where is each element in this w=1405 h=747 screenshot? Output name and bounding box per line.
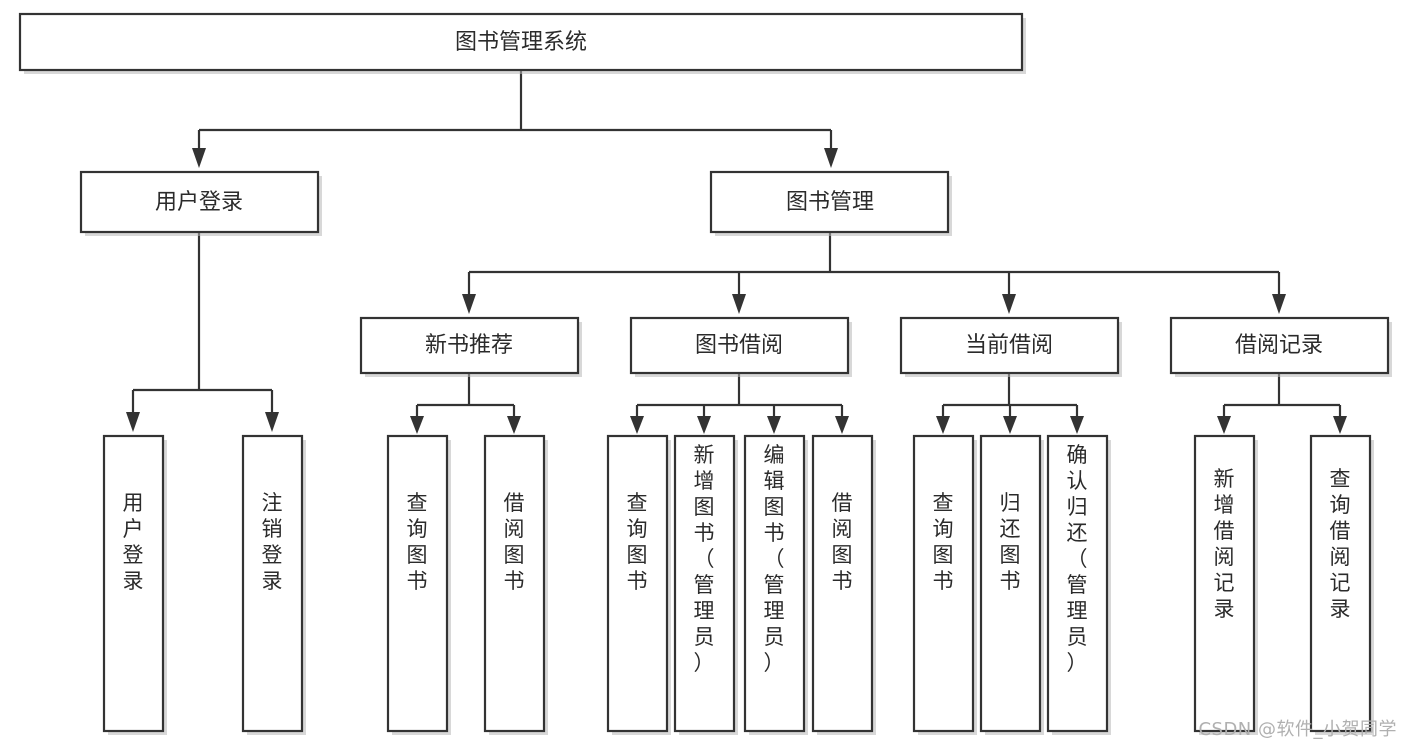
leaf-new-book-0-label: 查询图书: [407, 491, 428, 593]
leaf-book-borrow-1[interactable]: 新增图书（管理员）: [673, 434, 738, 735]
leaf-current-borrow-2-label: 确认归还（管理员）: [1067, 443, 1088, 675]
node-user-login-label: 用户登录: [155, 190, 243, 215]
leaf-book-borrow-2[interactable]: 编辑图书（管理员）: [743, 434, 808, 735]
connector-currentborrow-to-leaves: [936, 373, 1084, 434]
connector-bookborrow-to-leaves: [630, 373, 849, 434]
leaf-borrow-record-0[interactable]: 新增借阅记录: [1193, 434, 1258, 735]
node-book-borrow-label: 图书借阅: [695, 333, 783, 358]
leaf-current-borrow-2[interactable]: 确认归还（管理员）: [1046, 434, 1111, 735]
node-root-label: 图书管理系统: [455, 30, 587, 55]
connector-userlogin-to-leaves: [126, 232, 279, 432]
node-current-borrow[interactable]: 当前借阅: [899, 316, 1122, 377]
leaf-user-login-0[interactable]: 用户登录: [102, 434, 167, 735]
node-book-management[interactable]: 图书管理: [709, 170, 952, 236]
node-borrow-record-label: 借阅记录: [1235, 333, 1323, 358]
leaf-current-borrow-0-label: 查询图书: [933, 491, 954, 593]
node-new-book-recommend[interactable]: 新书推荐: [359, 316, 582, 377]
node-user-login[interactable]: 用户登录: [79, 170, 322, 236]
leaf-current-borrow-1[interactable]: 归还图书: [979, 434, 1044, 735]
leaf-user-login-0-label: 用户登录: [123, 491, 144, 593]
leaf-book-borrow-3[interactable]: 借阅图书: [811, 434, 876, 735]
leaf-book-borrow-1-label: 新增图书（管理员）: [694, 443, 715, 675]
leaf-user-login-1-label: 注销登录: [262, 491, 283, 593]
leaf-current-borrow-0[interactable]: 查询图书: [912, 434, 977, 735]
leaf-new-book-0[interactable]: 查询图书: [386, 434, 451, 735]
leaf-book-borrow-2-label: 编辑图书（管理员）: [764, 443, 785, 675]
node-borrow-record[interactable]: 借阅记录: [1169, 316, 1392, 377]
connector-newbook-to-leaves: [410, 373, 521, 434]
leaf-current-borrow-1-label: 归还图书: [1000, 491, 1021, 593]
leaf-book-borrow-3-label: 借阅图书: [832, 491, 853, 593]
connector-root-to-level2: [192, 70, 838, 168]
connector-borrowrecord-to-leaves: [1217, 373, 1347, 434]
node-new-book-recommend-label: 新书推荐: [425, 333, 513, 358]
node-current-borrow-label: 当前借阅: [965, 333, 1053, 358]
leaf-book-borrow-0[interactable]: 查询图书: [606, 434, 671, 735]
connector-layer: [126, 70, 1347, 434]
leaf-user-login-1[interactable]: 注销登录: [241, 434, 306, 735]
node-book-borrow[interactable]: 图书借阅: [629, 316, 852, 377]
leaf-borrow-record-1[interactable]: 查询借阅记录: [1309, 434, 1374, 735]
leaf-new-book-1-label: 借阅图书: [504, 491, 525, 593]
connector-bookmgmt-to-level3: [462, 232, 1286, 314]
leaf-new-book-1[interactable]: 借阅图书: [483, 434, 548, 735]
leaf-book-borrow-0-label: 查询图书: [627, 491, 648, 593]
node-root[interactable]: 图书管理系统: [18, 12, 1026, 74]
leaf-borrow-record-0-label: 新增借阅记录: [1214, 467, 1235, 621]
node-book-management-label: 图书管理: [786, 190, 874, 215]
leaf-borrow-record-1-label: 查询借阅记录: [1330, 467, 1351, 621]
